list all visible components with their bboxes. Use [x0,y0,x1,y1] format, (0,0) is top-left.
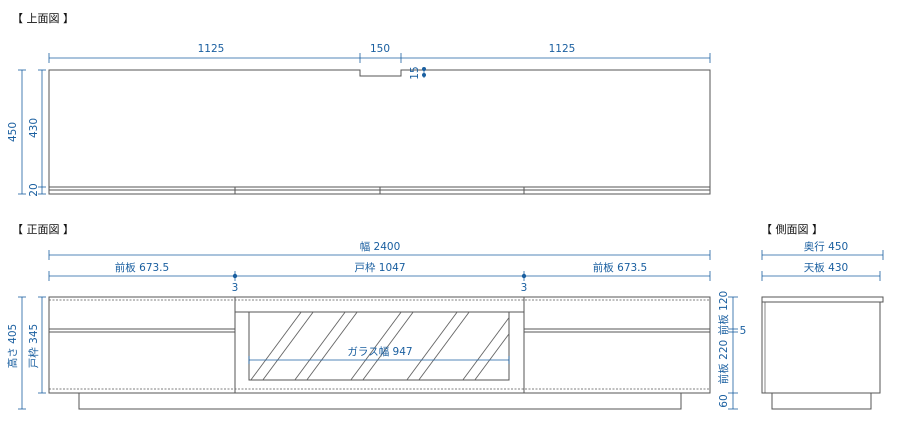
dim-front-lower-front: 前板 220 [717,340,730,384]
front-view-dimension-lines [18,250,738,410]
dim-front-gap-vertical: 5 [740,325,747,337]
dim-front-upper-front: 前板 120 [717,291,730,335]
dim-top-notch-width: 150 [370,43,390,55]
dim-front-total-height: 高さ 405 [6,324,19,368]
dim-top-front-depth: 20 [28,183,40,196]
dim-top-total-depth: 450 [7,122,19,142]
dim-top-right-width: 1125 [549,43,576,55]
dim-front-door-height: 戸枠 345 [27,324,40,368]
front-view-title: 【 正面図 】 [12,223,74,236]
top-view-dimension-lines [18,53,711,195]
dim-top-top-depth: 430 [28,118,40,138]
side-view-outline [761,296,884,410]
dim-front-right-panel: 前板 673.5 [593,261,647,274]
dim-side-depth: 奥行 450 [804,240,848,253]
top-view-outline [48,69,711,195]
dim-front-glass: ガラス幅 947 [347,345,412,358]
dim-top-notch-depth: 15 [409,66,421,79]
dim-front-total-width: 幅 2400 [360,240,401,253]
side-view-dimension-lines [761,250,884,281]
front-view-outline [48,296,711,410]
dim-front-base-height: 60 [718,394,730,407]
dim-front-gap-right: 3 [521,282,528,294]
dim-side-top-depth: 天板 430 [804,261,848,274]
glass-hatching [250,312,509,380]
side-view-title: 【 側面図 】 [761,223,823,236]
dim-top-left-width: 1125 [198,43,225,55]
top-view-title: 【 上面図 】 [12,12,74,25]
dim-front-left-panel: 前板 673.5 [115,261,169,274]
dim-front-door-frame: 戸枠 1047 [354,261,405,274]
dim-front-gap-left: 3 [232,282,239,294]
